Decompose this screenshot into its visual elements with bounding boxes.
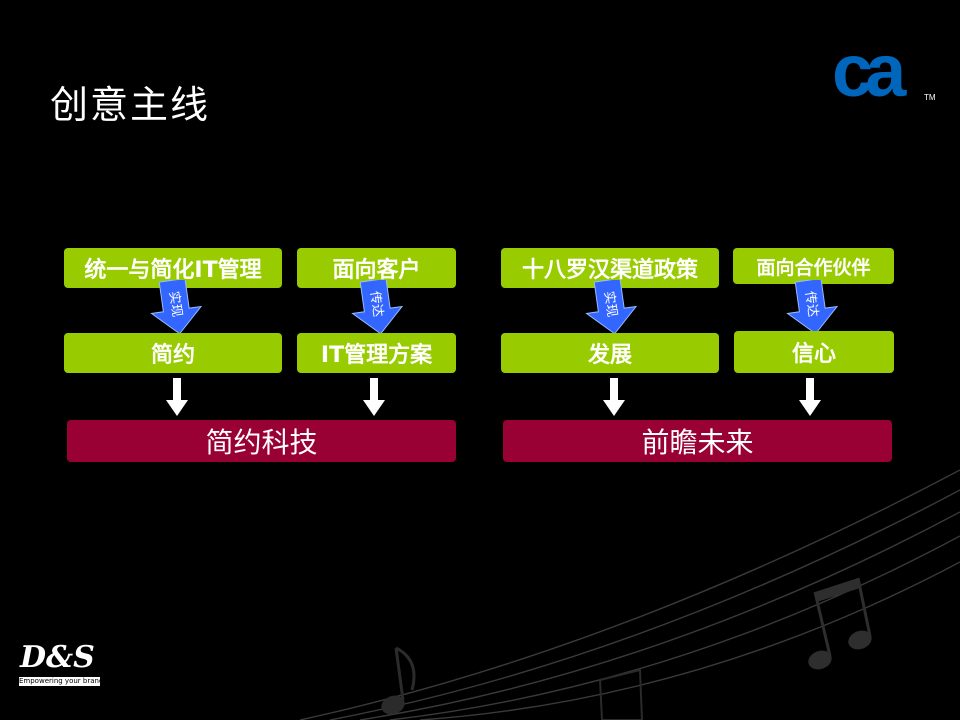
ds-logo-text: D&S bbox=[20, 640, 95, 675]
down-arrow-icon bbox=[363, 378, 385, 416]
ds-logo-tagline: Empowering your brand bbox=[19, 677, 100, 686]
arrow-label: 实现 bbox=[166, 290, 184, 318]
blue-arrow-icon: 传达 bbox=[786, 280, 839, 335]
blue-arrow-icon: 传达 bbox=[351, 280, 404, 335]
middle-box-it-solution: IT管理方案 bbox=[297, 333, 456, 373]
down-arrow-icon bbox=[603, 378, 625, 416]
arrow-label: 传达 bbox=[802, 290, 820, 318]
result-box-simple-tech: 简约科技 bbox=[67, 420, 456, 462]
ca-logo-text: ca bbox=[832, 38, 907, 108]
music-note-icon bbox=[598, 668, 644, 720]
music-note-icon bbox=[808, 577, 872, 670]
arrow-label: 实现 bbox=[601, 290, 619, 318]
middle-box-simple: 简约 bbox=[64, 333, 282, 373]
top-box-partners: 面向合作伙伴 bbox=[733, 248, 894, 284]
result-box-forward-future: 前瞻未来 bbox=[503, 420, 892, 462]
blue-arrow-icon: 实现 bbox=[150, 280, 203, 335]
ca-logo-tm: TM bbox=[924, 93, 936, 102]
down-arrow-icon bbox=[799, 378, 821, 416]
middle-box-development: 发展 bbox=[501, 333, 719, 373]
blue-arrow-icon: 实现 bbox=[585, 280, 638, 335]
down-arrow-icon bbox=[166, 378, 188, 416]
arrow-label: 传达 bbox=[367, 290, 385, 318]
ca-logo: ca TM bbox=[832, 38, 936, 108]
music-note-icon bbox=[381, 646, 416, 715]
middle-box-confidence: 信心 bbox=[734, 331, 894, 373]
slide-title: 创意主线 bbox=[50, 83, 211, 127]
